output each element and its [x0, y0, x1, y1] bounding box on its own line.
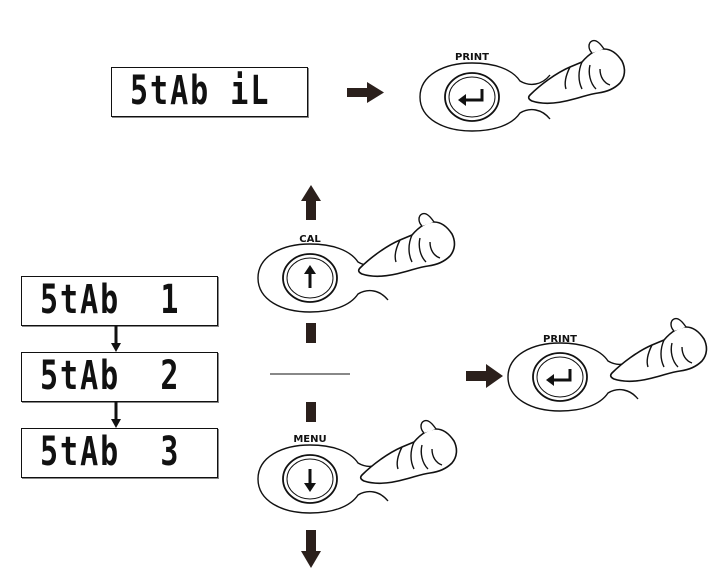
- display-stabil-text: 5tAb iL: [130, 67, 271, 115]
- arrow-up-large-icon: [301, 185, 321, 220]
- arrow-down-icon: [304, 469, 316, 492]
- display-stab-2: 5tAb 2: [21, 352, 218, 402]
- arrow-right-icon-top: [347, 82, 384, 103]
- enter-arrow-icon: [458, 89, 484, 106]
- arrow-right-icon-middle: [466, 364, 503, 388]
- connector-bar-lower: [306, 402, 316, 422]
- connector-bar-upper: [306, 323, 316, 343]
- print-label-right: PRINT: [543, 334, 577, 345]
- hand-pointer-icon-menu: [359, 419, 458, 484]
- display-stab-1-text: 5tAb 1: [40, 276, 181, 324]
- menu-button: [257, 444, 389, 514]
- menu-label: MENU: [293, 434, 327, 445]
- print-button-right: [507, 342, 639, 412]
- display-stab-3-text: 5tAb 3: [40, 428, 181, 476]
- hand-pointer-icon-top: [527, 39, 626, 104]
- display-stab-2-text: 5tAb 2: [40, 352, 181, 400]
- print-button-top: [419, 62, 551, 132]
- arrow-down-small-icon-1: [111, 326, 121, 352]
- arrow-up-icon: [304, 265, 316, 288]
- print-label-top: PRINT: [455, 52, 489, 63]
- arrow-down-small-icon-2: [111, 402, 121, 428]
- hand-pointer-icon-cal: [357, 212, 456, 277]
- display-stab-1: 5tAb 1: [21, 276, 218, 326]
- display-stab-3: 5tAb 3: [21, 428, 218, 478]
- cal-button: [257, 243, 389, 313]
- cal-label: CAL: [299, 234, 321, 245]
- arrow-down-large-icon: [301, 530, 321, 568]
- hand-pointer-icon-right: [609, 317, 708, 382]
- enter-arrow-icon-right: [546, 369, 572, 386]
- display-stabil: 5tAb iL: [111, 67, 308, 117]
